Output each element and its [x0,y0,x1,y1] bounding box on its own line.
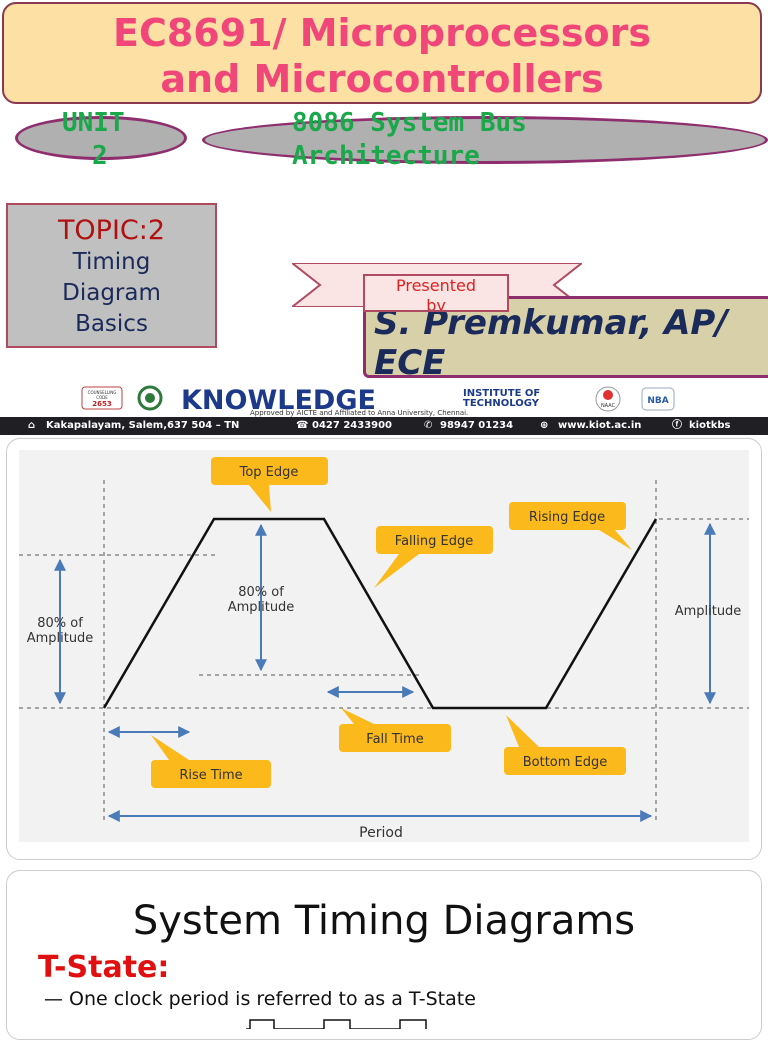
topic-box: TOPIC:2 Timing Diagram Basics [6,203,217,348]
website-link[interactable]: www.kiot.ac.in [558,420,642,431]
amp80-left-line1: 80% of [37,616,83,631]
bullet-dash: — [44,988,63,1010]
waveform-svg: Top Edge Falling Edge Rising Edge Fall T… [19,457,749,841]
topic-heading: TOPIC:2 [57,215,166,246]
counselling-code: 2653 [92,400,112,408]
institute-approval: Approved by AICTE and Affiliated to Anna… [250,409,468,417]
social-handle: kiotkbs [689,420,731,431]
tstate-description: — One clock period is referred to as a T… [44,988,476,1010]
presenter-line2: ECE [374,343,446,378]
top-edge-label: Top Edge [239,465,299,480]
topic-line-1: Timing [72,249,151,275]
waveform-line [102,517,658,710]
tstate-heading: T-State: [38,950,170,985]
timing-slide [6,870,762,1040]
home-icon: ⌂ [28,420,36,431]
course-title-line2: and Microcontrollers [160,57,604,101]
course-title-banner: EC8691/ Microprocessors and Microcontrol… [2,2,762,104]
counselling-text-2: CODE [96,395,108,400]
rise-time-label: Rise Time [179,768,242,783]
guide-lines [19,480,749,820]
fall-time-label: Fall Time [366,732,423,747]
tstate-desc-text: One clock period is referred to as a T-S… [69,988,476,1010]
institute-suffix-2: TECHNOLOGY [463,398,540,409]
fall-time-callout [339,724,451,752]
falling-edge-label: Falling Edge [395,534,473,549]
unit-label-line2: 2 [92,141,108,171]
mobile-icon: ✆ [424,420,433,431]
bottom-edge-callout [504,747,626,775]
rise-time-callout [151,760,271,788]
course-title-line1: EC8691/ Microprocessors [113,11,651,55]
unit-oval [15,116,187,160]
address-text: Kakapalayam, Salem,637 504 – TN [46,420,240,431]
presented-by-label: Presented by [363,274,509,312]
unit-title-line2: Architecture [292,141,480,171]
facebook-icon: ⓕ [672,420,682,431]
period-label: Period [359,825,403,841]
topic-line-3: Basics [75,311,148,337]
institute-logo-band: COUNSELLING CODE 2653 KNOWLEDGE INSTITUT… [0,383,768,417]
phone-text: 0427 2433900 [312,420,393,431]
phone-icon: ☎ [296,420,309,431]
counselling-code-badge [81,386,123,410]
topic-line-2: Diagram [62,280,161,306]
institute-suffix-1: INSTITUTE OF [463,388,540,399]
top-edge-callout [211,457,328,485]
rising-edge-label: Rising Edge [529,510,605,525]
institute-address-bar: ⌂ Kakapalayam, Salem,637 504 – TN ☎ 0427… [0,417,768,435]
falling-edge-callout [376,526,493,554]
waveform-diagram: Top Edge Falling Edge Rising Edge Fall T… [19,450,749,842]
unit-title-line1: 8086 System Bus [292,108,527,138]
amp80-mid-line1: 80% of [238,585,284,600]
nba-text: NBA [647,396,668,406]
counselling-text-1: COUNSELLING [88,390,117,395]
presented-line1: Presented [395,276,477,295]
clock-pulse-partial [246,1014,436,1030]
callouts [151,457,632,788]
rising-edge-callout [509,502,626,530]
amp80-left-line2: Amplitude [27,631,94,646]
unit-title-oval [202,116,768,164]
institute-logo: COUNSELLING CODE 2653 KNOWLEDGE INSTITUT… [81,385,675,417]
amplitude-label: Amplitude [675,604,742,619]
bottom-edge-label: Bottom Edge [523,755,608,770]
measure-arrows [54,522,716,822]
globe-icon: ⊕ [540,420,549,431]
presented-line2: by [426,296,446,312]
naac-text: NAAC [601,403,616,409]
institute-name: KNOWLEDGE [181,385,376,416]
amp80-mid-line2: Amplitude [228,600,295,615]
slide3-title: System Timing Diagrams [132,898,636,944]
nba-logo-icon [641,387,675,411]
unit-label-line1: UNIT [62,108,125,138]
mobile-text: 98947 01234 [440,420,514,431]
